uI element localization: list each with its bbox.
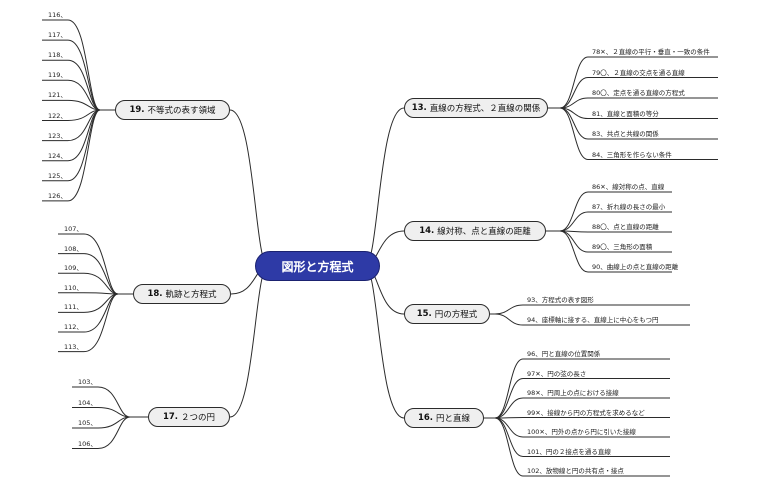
branch-number: 16. — [417, 413, 434, 423]
leaf-connector — [494, 397, 670, 419]
leaf-connector — [559, 107, 718, 160]
leaf-connector — [559, 230, 672, 273]
branch-label: 線対称、点と直線の距離 — [437, 227, 531, 237]
leaf-item: 106、 — [78, 439, 97, 448]
leaf-item: 83、共点と共線の関係 — [592, 130, 659, 138]
leaf-item: 86✕、線対称の点、直線 — [592, 183, 665, 191]
branch-17[interactable]: 17.２つの円 — [148, 407, 230, 427]
leaf-item: 116、 — [48, 11, 67, 19]
leaf-connector — [559, 77, 718, 109]
leaf-item: 103、 — [78, 378, 97, 386]
branch-label: 円と直線 — [436, 414, 471, 424]
branch-16[interactable]: 16.円と直線 — [404, 408, 484, 428]
leaf-connector — [559, 97, 718, 109]
branch-number: 17. — [162, 412, 179, 422]
leaf-connector — [58, 292, 119, 295]
leaf-connector — [559, 191, 672, 232]
leaf-connector — [559, 230, 672, 233]
leaf-item: 88〇、点と直線の距離 — [592, 223, 659, 231]
branch-15[interactable]: 15.円の方程式 — [404, 304, 490, 324]
leaf-item: 104、 — [78, 398, 97, 407]
leaf-item: 89〇、三角形の面積 — [592, 243, 653, 251]
leaf-item: 111、 — [64, 303, 83, 312]
leaf-item: 121、 — [48, 91, 67, 100]
leaf-item: 113、 — [64, 342, 83, 351]
leaf-item: 84、三角形を作らない条件 — [592, 150, 672, 159]
leaf-connector — [72, 407, 131, 418]
branch-number: 15. — [416, 309, 432, 319]
branch-19[interactable]: 19.不等式の表す領域 — [115, 100, 230, 120]
leaf-connector — [559, 56, 718, 109]
leaf-connector — [494, 417, 670, 477]
leaf-connector — [494, 378, 670, 419]
leaf-item: 78✕、２直線の平行・垂直・一致の条件 — [592, 48, 710, 56]
leaf-connector — [42, 59, 101, 111]
branch-number: 13. — [411, 103, 427, 113]
leaf-item: 100✕、円外の点から円に引いた接線 — [527, 428, 636, 436]
leaf-connector — [58, 233, 119, 295]
branch-label: ２つの円 — [181, 413, 216, 423]
leaf-connector — [494, 358, 670, 419]
leaf-item: 90、曲線上の点と直線の距離 — [592, 263, 679, 271]
leaf-connector — [42, 109, 101, 202]
leaf-item: 109、 — [64, 264, 83, 273]
leaf-item: 98✕、円周上の点における接線 — [527, 389, 619, 397]
leaf-item: 93、方程式の表す図形 — [527, 296, 594, 304]
connector-central-b16 — [364, 265, 405, 419]
branch-label: 直線の方程式、２直線の関係 — [429, 104, 541, 114]
branch-13[interactable]: 13.直線の方程式、２直線の関係 — [404, 98, 548, 118]
leaf-item: 94、座標軸に接する、直線上に中心をもつ円 — [527, 316, 659, 324]
leaf-item: 110、 — [64, 283, 83, 292]
branch-number: 18. — [147, 289, 163, 299]
leaf-item: 97✕、円の弦の長さ — [527, 369, 587, 378]
branch-number: 14. — [419, 226, 435, 236]
leaf-connector — [42, 39, 101, 111]
leaf-item: 112、 — [64, 323, 83, 331]
leaf-connector — [494, 313, 690, 326]
branch-number: 19. — [129, 105, 145, 115]
leaf-item: 117、 — [48, 31, 67, 40]
leaf-item: 119、 — [48, 71, 67, 80]
leaf-item: 124、 — [48, 151, 67, 160]
leaf-item: 79〇、２直線の交点を通る直線 — [592, 68, 685, 77]
branch-18[interactable]: 18.軌跡と方程式 — [133, 284, 231, 304]
leaf-connector — [42, 19, 101, 111]
leaf-item: 81、直線と面積の等分 — [592, 109, 659, 118]
leaf-connector — [72, 416, 131, 449]
connector-central-b17 — [229, 265, 269, 418]
leaf-item: 123、 — [48, 131, 67, 140]
leaf-connector — [58, 272, 119, 295]
connector-central-b19 — [229, 109, 269, 267]
leaf-item: 105、 — [78, 419, 97, 427]
branch-label: 円の方程式 — [434, 310, 478, 320]
leaf-item: 96、円と直線の位置関係 — [527, 350, 601, 358]
central-topic[interactable]: 図形と方程式 — [255, 251, 380, 281]
leaf-connector — [72, 386, 131, 418]
leaf-item: 99✕、接線から円の方程式を求めるなど — [527, 408, 645, 417]
leaf-connector — [494, 304, 690, 315]
leaf-item: 108、 — [64, 244, 83, 253]
leaf-connector — [559, 211, 672, 232]
leaf-item: 125、 — [48, 171, 67, 180]
leaf-item: 126、 — [48, 191, 67, 200]
branch-label: 軌跡と方程式 — [165, 290, 217, 300]
leaf-connector — [494, 417, 670, 457]
leaf-item: 122、 — [48, 111, 67, 120]
leaf-connector — [58, 253, 119, 295]
leaf-item: 87、折れ線の長さの最小 — [592, 203, 666, 211]
leaf-connector — [42, 99, 101, 111]
leaf-item: 118、 — [48, 51, 67, 60]
leaf-item: 80〇、定点を通る直線の方程式 — [592, 89, 685, 97]
branch-14[interactable]: 14.線対称、点と直線の距離 — [404, 221, 546, 241]
leaf-connector — [42, 79, 101, 111]
central-topic-label: 図形と方程式 — [281, 259, 354, 274]
leaf-connector — [58, 293, 119, 353]
leaf-item: 107、 — [64, 225, 83, 233]
leaf-item: 102、放物線と円の共有点・接点 — [527, 467, 624, 475]
leaf-item: 101、円の２接点を通る直線 — [527, 447, 611, 456]
branch-label: 不等式の表す領域 — [147, 106, 216, 116]
leaf-connector — [494, 417, 670, 419]
